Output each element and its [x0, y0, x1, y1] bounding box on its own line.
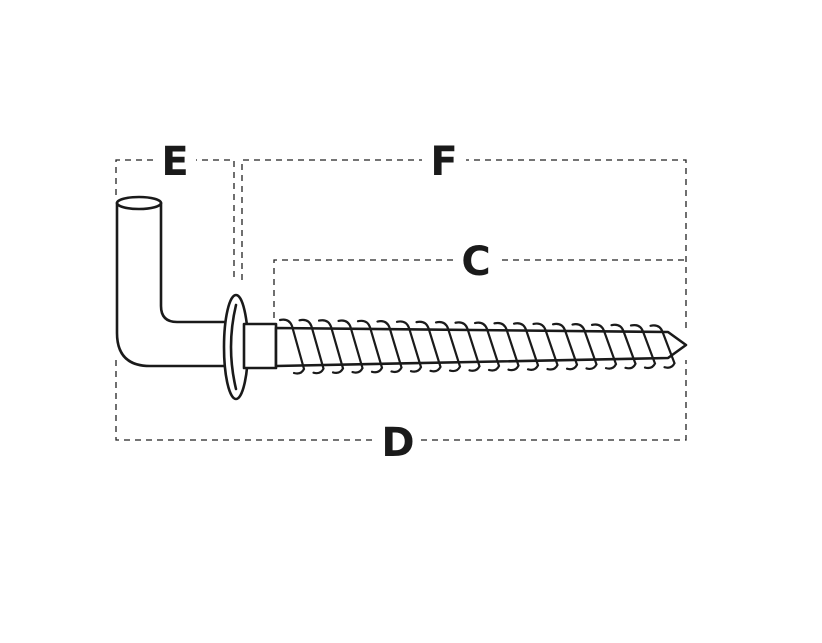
thread-crest — [337, 319, 364, 374]
label-e: E — [161, 139, 188, 185]
label-c: C — [461, 239, 490, 285]
thread-crest — [649, 324, 676, 369]
thread-crest — [493, 321, 520, 372]
label-f: F — [430, 139, 457, 185]
thread-crest — [571, 323, 598, 371]
thread-pattern — [278, 318, 676, 375]
thread-crest — [532, 322, 559, 371]
hook-bend — [115, 201, 228, 368]
hook-tip — [115, 195, 163, 211]
collar-face — [229, 303, 238, 391]
thread-crest — [317, 319, 345, 374]
thread-crest — [454, 321, 481, 372]
thread-crest — [512, 322, 540, 371]
thread-crest — [356, 319, 384, 374]
dimension-c — [273, 259, 686, 318]
thread-crest — [376, 320, 403, 374]
label-d: D — [381, 420, 414, 466]
thread-crest — [415, 320, 442, 373]
thread-crest — [610, 323, 637, 370]
thread-crest — [629, 324, 657, 370]
thread-crest — [395, 320, 423, 373]
thread-crest — [434, 320, 462, 373]
thread-crest — [551, 322, 579, 371]
thread-crest — [590, 323, 618, 370]
thread-crest — [473, 321, 501, 372]
plain-shank — [242, 322, 278, 370]
thread-crest — [278, 318, 306, 375]
thread-crest — [298, 318, 325, 375]
